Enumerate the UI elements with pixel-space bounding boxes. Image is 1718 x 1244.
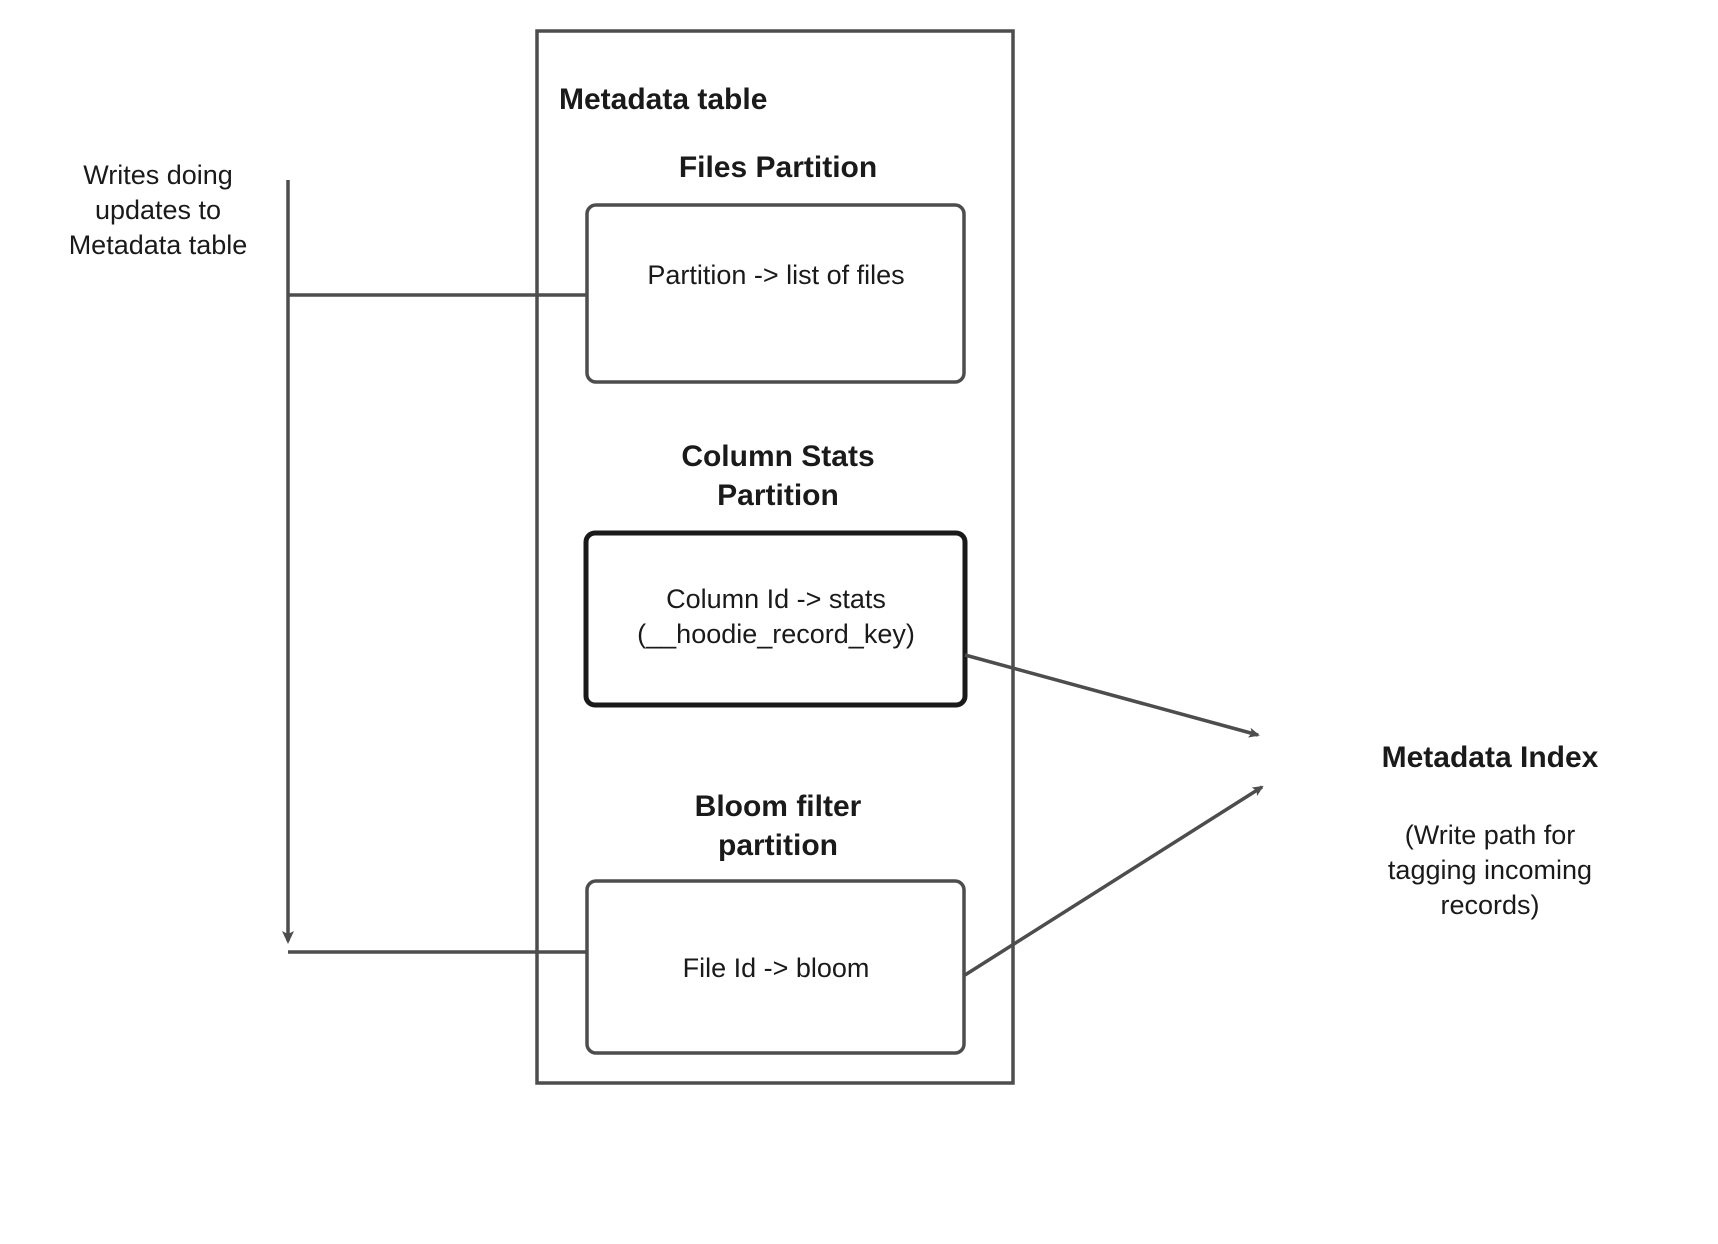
column-stats-partition-box-text: Column Id -> stats (__hoodie_record_key): [637, 584, 915, 650]
metadata-table-title: Metadata table: [559, 83, 768, 116]
files-partition-box-text: Partition -> list of files: [647, 260, 905, 290]
column-stats-to-index-arrow: [964, 653, 1260, 738]
files-partition-heading: Files Partition: [678, 151, 878, 184]
bloom-filter-to-index-arrow: [964, 785, 1264, 977]
files-partition-box: [585, 203, 966, 384]
writes-updates-caption: Writes doing updates to Metadata table: [68, 160, 248, 261]
metadata-table-container: [535, 29, 1015, 1085]
bloom-filter-partition-box: [585, 879, 966, 1055]
column-stats-partition-heading: Column Stats Partition: [681, 440, 875, 512]
bloom-filter-partition-heading: Bloom filter partition: [694, 790, 862, 862]
metadata-index-title: Metadata Index: [1381, 741, 1599, 774]
column-stats-partition-box: [583, 530, 968, 708]
bloom-filter-partition-box-text: File Id -> bloom: [682, 953, 870, 983]
metadata-index-subtitle: (Write path for tagging incoming records…: [1387, 820, 1593, 921]
